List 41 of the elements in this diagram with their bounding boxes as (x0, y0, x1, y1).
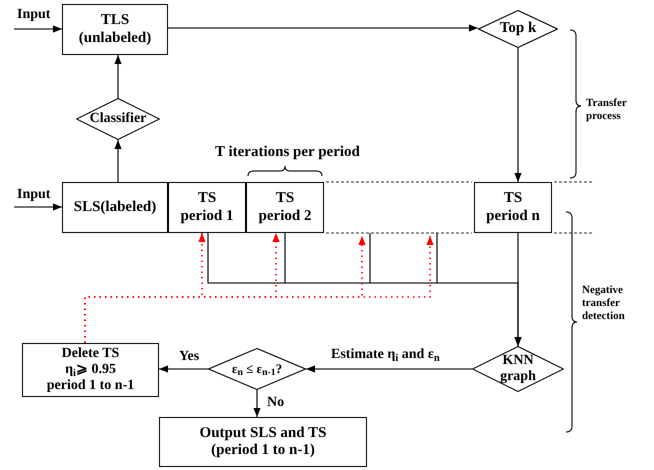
arrow (159, 365, 208, 373)
node-label: η$_{i}$⩾ 0.95 (65, 362, 116, 378)
decision-diamond (472, 346, 564, 392)
process-box (168, 182, 246, 233)
arrow (514, 233, 522, 346)
process-box (159, 417, 367, 467)
node-label: TS period n (485, 190, 541, 225)
node-label: Output SLS and TS (period 1 to n-1) (198, 424, 328, 460)
node-label: SLS(labeled) (74, 198, 156, 216)
process-box (474, 182, 552, 233)
decision-diamond (208, 348, 306, 390)
dotted-arrow (84, 236, 434, 343)
node-label: KNN graph (499, 352, 537, 386)
arrow (114, 55, 122, 98)
brace-label: T iterations per period (215, 143, 360, 161)
node-label: TS period 2 (258, 190, 312, 225)
decision-diamond (76, 98, 160, 140)
arrow (168, 24, 478, 32)
arrow (306, 365, 472, 373)
node-label: period 1 to n-1 (46, 378, 134, 394)
node-label: Classifier (90, 110, 146, 128)
process-box (62, 4, 168, 55)
node-label: TLS (unlabeled) (78, 12, 152, 47)
process-box (62, 182, 168, 233)
node-label: TS period 1 (180, 190, 234, 225)
edge-label: Input (16, 8, 52, 22)
arrow (253, 390, 261, 417)
arrow (14, 25, 62, 33)
decision-diamond (478, 10, 558, 48)
bracket-label: Transfer process (586, 97, 628, 124)
node-label: ε$_{n}$ ≤ ε$_{n-1}$? (232, 362, 282, 376)
edge-label: Input (16, 188, 52, 202)
process-box (22, 343, 159, 397)
arrow (514, 48, 522, 182)
bracket-label: Negative transfer detection (582, 284, 626, 324)
arrow (114, 140, 122, 182)
arrow (14, 203, 62, 211)
process-box (246, 182, 324, 233)
node-label: Top k (500, 20, 536, 38)
edge-label: Estimate η$_{i}$ and ε$_{n}$ (330, 348, 441, 362)
node-label: Delete TS (62, 346, 120, 362)
